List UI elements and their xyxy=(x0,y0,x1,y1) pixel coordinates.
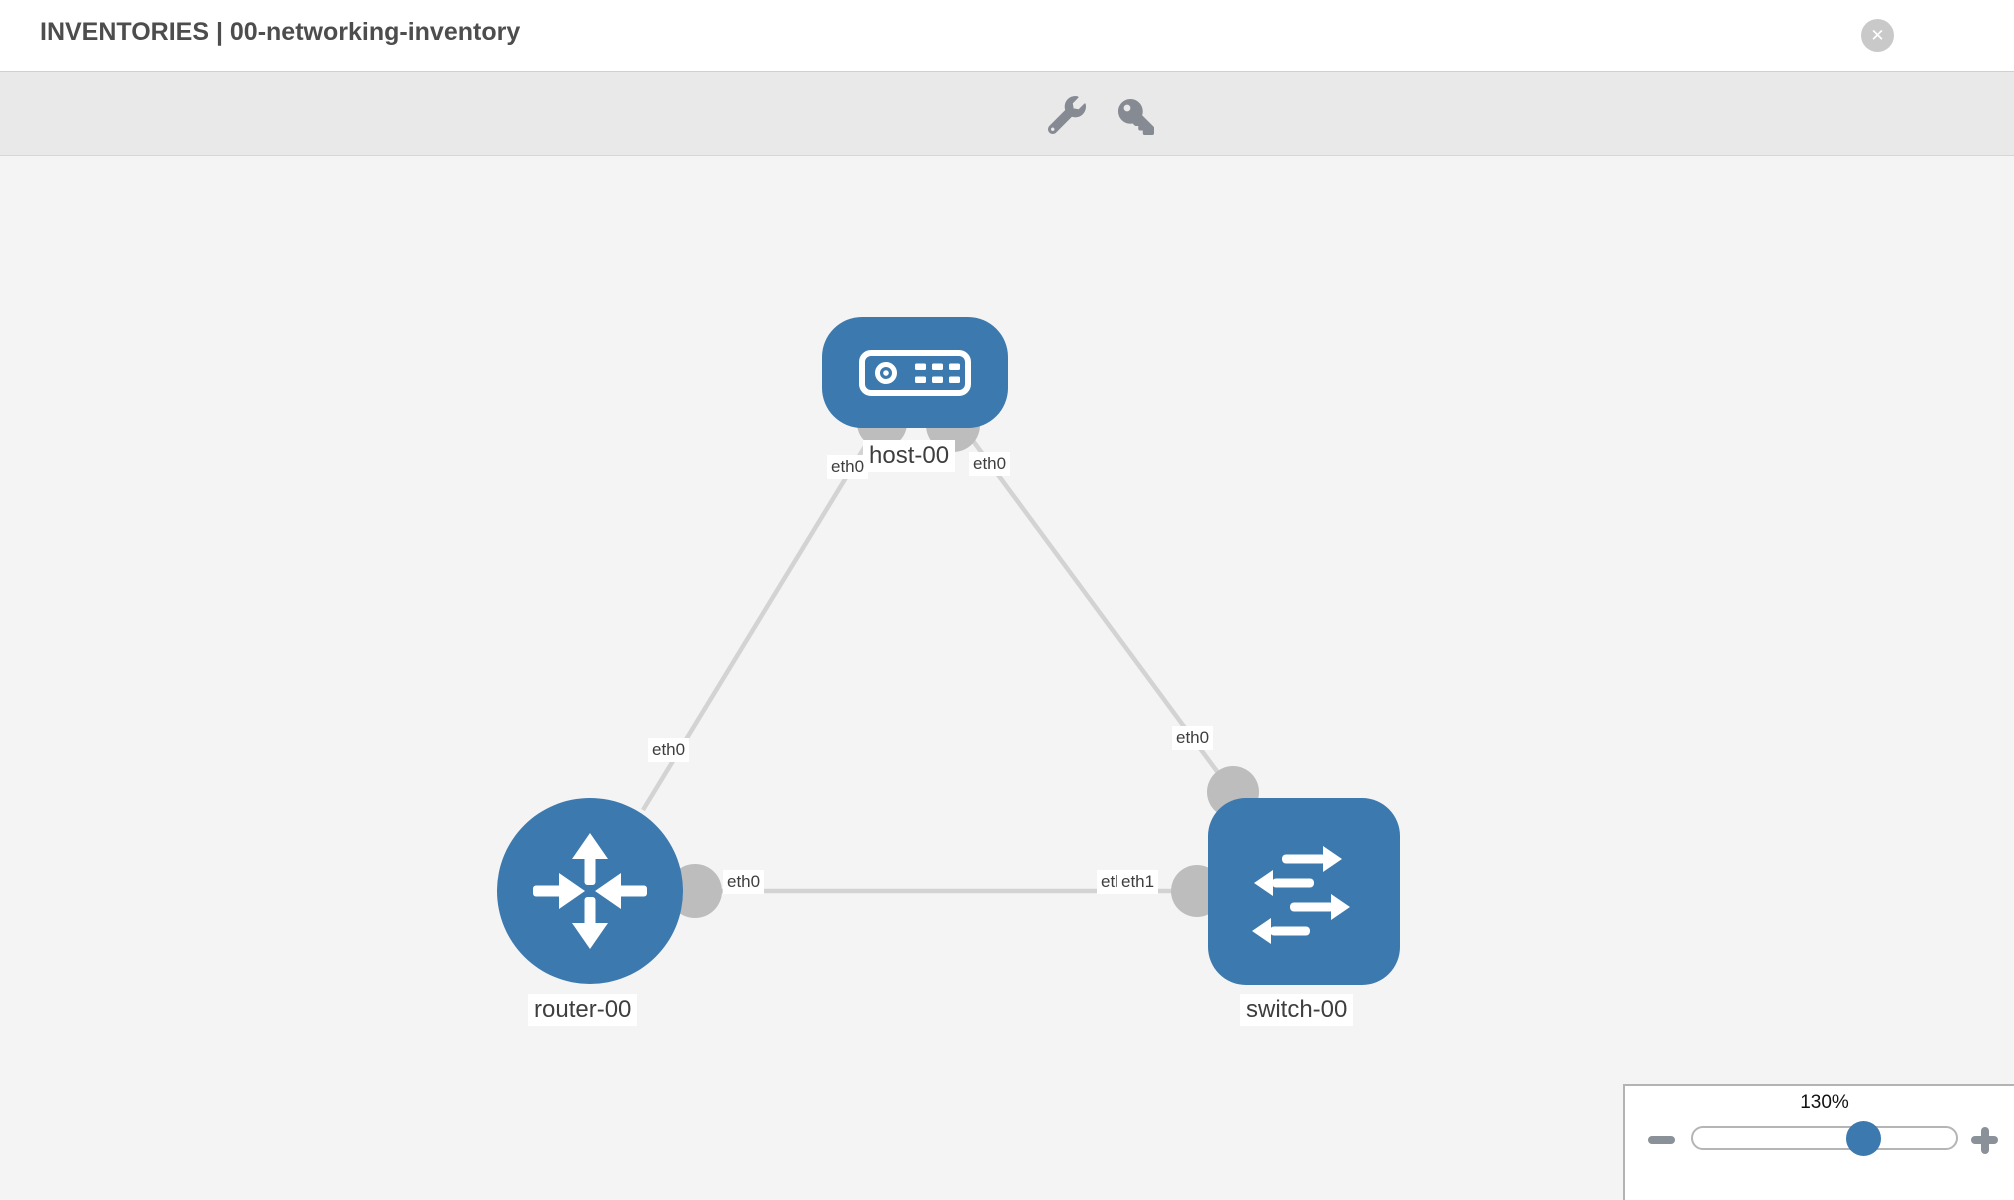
credentials-button[interactable] xyxy=(1118,99,1154,135)
close-icon: ✕ xyxy=(1870,25,1885,45)
tools-button[interactable] xyxy=(1047,96,1086,135)
close-button[interactable]: ✕ xyxy=(1861,19,1894,52)
key-icon xyxy=(1118,99,1154,135)
page-title: INVENTORIES | 00-networking-inventory xyxy=(40,18,521,46)
zoom-out-button minus-icon[interactable] xyxy=(1648,1136,1675,1144)
router-icon xyxy=(533,833,647,949)
topology-canvas[interactable] xyxy=(0,156,2014,1200)
wrench-icon xyxy=(1047,96,1086,135)
node-label-router-00: router-00 xyxy=(528,994,638,1026)
toolbar xyxy=(0,72,2014,156)
node-switch-00[interactable] xyxy=(1208,798,1400,985)
node-host-00[interactable] xyxy=(822,317,1008,428)
host-icon xyxy=(859,349,971,396)
header: INVENTORIES | 00-networking-inventory ✕ xyxy=(0,0,2014,72)
interface-label-host-eth0-left: eth0 xyxy=(827,455,869,479)
interface-label-router-eth0-uplink: eth0 xyxy=(648,738,690,762)
interface-label-router-eth0: eth0 xyxy=(723,870,765,894)
node-router-00[interactable] xyxy=(497,798,683,984)
zoom-level-text: 130% xyxy=(1800,1092,1849,1113)
zoom-slider-handle[interactable] xyxy=(1846,1121,1881,1156)
node-label-switch-00: switch-00 xyxy=(1240,994,1354,1026)
interface-label-switch-eth0-uplink: eth0 xyxy=(1172,726,1214,750)
interface-label-host-eth0-right: eth0 xyxy=(969,452,1011,476)
zoom-slider-track[interactable] xyxy=(1691,1126,1958,1150)
switch-icon xyxy=(1252,845,1350,944)
zoom-panel: 130% xyxy=(1623,1084,2014,1200)
node-label-host-00: host-00 xyxy=(863,440,956,472)
zoom-in-button plus-icon[interactable] xyxy=(1971,1126,1998,1154)
interface-label-switch-eth1: eth1 xyxy=(1117,870,1159,894)
